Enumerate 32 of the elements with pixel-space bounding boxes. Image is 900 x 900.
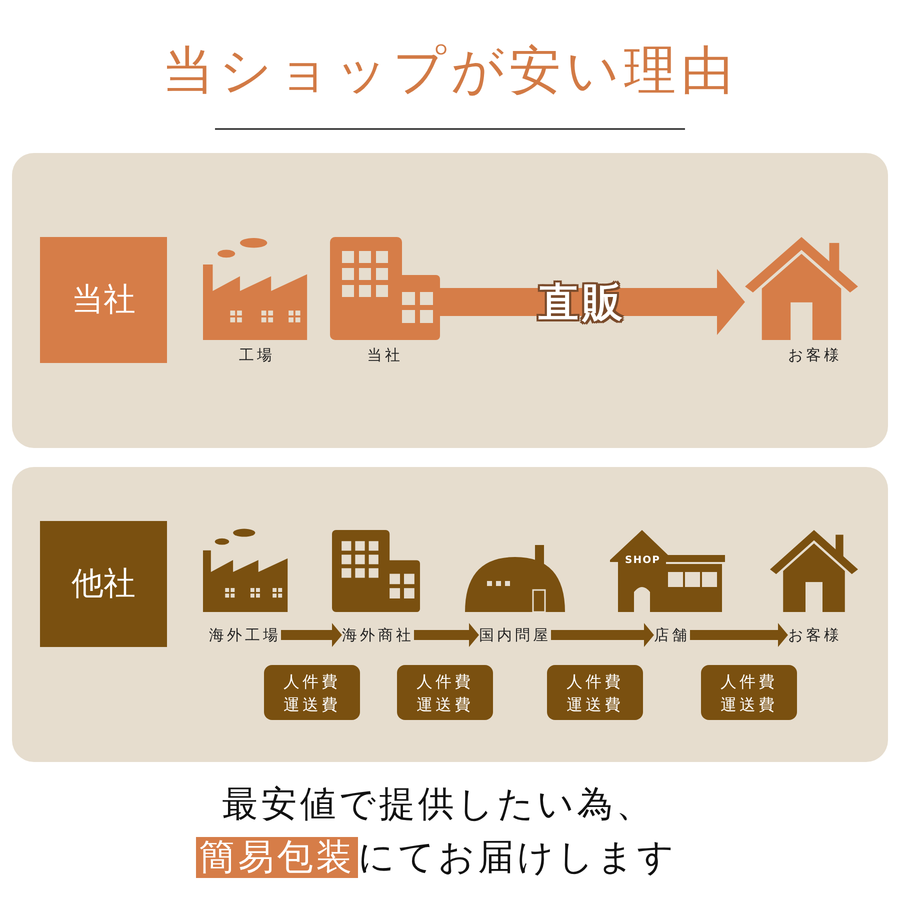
stage-label: お客様 — [788, 346, 842, 364]
arrow — [440, 269, 745, 335]
stage-label: 海外商社 — [342, 626, 414, 644]
title: 当ショップが安い理由 — [161, 40, 739, 103]
sign-text: SHOP — [625, 555, 660, 566]
stage-label: 当社 — [367, 346, 403, 364]
cost-text: 人件費運送費 — [282, 670, 342, 716]
edge-label: 直販 — [538, 278, 626, 328]
panel-background — [12, 467, 888, 762]
arrow — [281, 623, 342, 647]
stage-label: 工場 — [239, 346, 275, 364]
company-label-box — [40, 521, 167, 647]
cost-tag — [701, 665, 797, 720]
arrow — [690, 623, 788, 647]
stage-label: 国内問屋 — [479, 626, 551, 644]
cost-text: 人件費運送費 — [720, 670, 778, 716]
cost-tag — [397, 665, 493, 720]
cost-tag — [264, 665, 360, 720]
cost-text: 人件費運送費 — [416, 670, 474, 716]
company-name: 当社 — [72, 279, 136, 320]
stage-label: 店舗 — [654, 626, 690, 644]
arrow — [414, 623, 479, 647]
stage-label: お客様 — [788, 626, 842, 644]
company-name: 他社 — [72, 563, 136, 604]
caption-line: 最安値で提供したい為、 — [222, 783, 655, 827]
caption-line: 簡易包装にてお届けします — [196, 833, 677, 882]
stage-label: 海外工場 — [209, 626, 281, 644]
company-label-box — [40, 237, 167, 363]
panel-background — [12, 153, 888, 448]
cost-tag — [547, 665, 643, 720]
cost-text: 人件費運送費 — [566, 670, 624, 716]
arrow — [551, 623, 654, 647]
